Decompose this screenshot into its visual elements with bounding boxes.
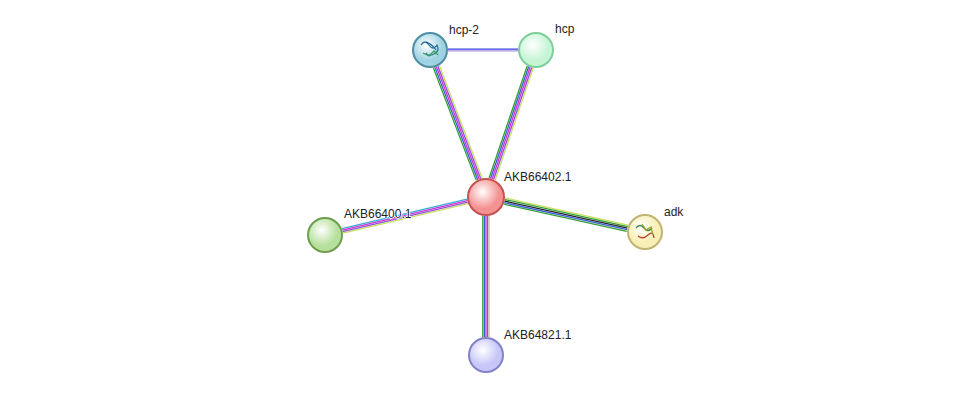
evidence-line xyxy=(505,198,628,225)
evidence-line xyxy=(485,216,486,337)
evidence-line xyxy=(448,49,518,50)
node-label: hcp xyxy=(555,22,574,36)
evidence-line xyxy=(489,66,527,178)
interaction-edge xyxy=(489,66,533,180)
evidence-line xyxy=(489,216,490,337)
node-label: AKB64821.1 xyxy=(504,328,571,342)
protein-node: AKB64821.1 xyxy=(468,337,504,373)
evidence-line xyxy=(487,216,488,337)
evidence-line xyxy=(438,66,481,178)
protein-node: hcp xyxy=(518,32,554,68)
evidence-line xyxy=(492,67,530,179)
evidence-line xyxy=(343,204,468,234)
protein-node: AKB66402.1 xyxy=(467,178,505,216)
protein-node: hcp-2 xyxy=(412,32,448,68)
evidence-line xyxy=(433,68,476,180)
evidence-line xyxy=(491,67,529,179)
protein-node: AKB66400.1 xyxy=(307,217,343,253)
evidence-line xyxy=(448,50,518,51)
protein-node: adk xyxy=(627,214,663,250)
node-label: AKB66402.1 xyxy=(504,170,571,184)
node-label: adk xyxy=(664,205,683,219)
evidence-line xyxy=(342,201,467,231)
node-label: hcp-2 xyxy=(449,23,479,37)
interaction-edge xyxy=(433,66,482,181)
interaction-edge xyxy=(504,198,628,231)
evidence-line xyxy=(504,204,627,231)
evidence-line xyxy=(504,203,627,230)
interaction-edge xyxy=(342,199,468,233)
evidence-line xyxy=(342,199,467,229)
evidence-line xyxy=(495,68,533,180)
evidence-line xyxy=(494,68,532,180)
interaction-edge xyxy=(448,49,518,51)
evidence-line xyxy=(439,66,482,178)
evidence-line xyxy=(505,201,628,228)
evidence-line xyxy=(343,202,468,232)
evidence-line xyxy=(435,67,478,179)
evidence-line xyxy=(505,200,628,227)
interaction-edge xyxy=(483,216,489,337)
evidence-line xyxy=(482,216,483,337)
node-label: AKB66400.1 xyxy=(344,207,411,221)
evidence-line xyxy=(436,67,479,179)
evidence-line xyxy=(484,216,485,337)
